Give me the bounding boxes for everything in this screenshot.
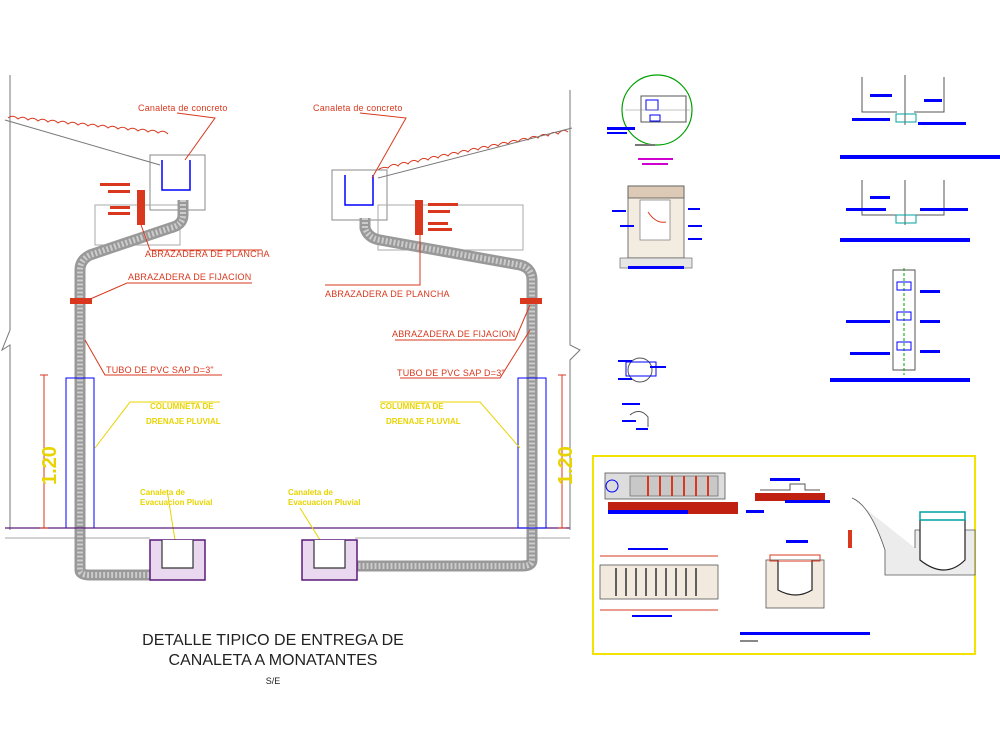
right-evac-label-1: Canaleta de [288,488,333,497]
gutter-details-panel [592,455,976,655]
left-tubo-label: TUBO DE PVC SAP D=3" [106,365,214,375]
plan-detail-middle [840,180,970,242]
left-roof-tiles [7,115,169,135]
drawing-title-block: DETALLE TIPICO DE ENTREGA DE CANALETA A … [142,632,404,686]
small-detail-b [622,403,649,430]
elevation-detail [830,268,970,382]
left-evac-label-2: Evacuacion Pluvial [140,498,212,507]
right-abrazadera-plancha-label: ABRAZADERA DE PLANCHA [325,289,450,299]
left-columneta-label-2: DRENAJE PLUVIAL [146,417,221,426]
wall-section-detail [612,185,702,269]
left-detail: Canaleta de concreto ABRAZADERA DE PLANC… [0,75,570,581]
left-drain-box [149,539,206,581]
title-line-1: DETALLE TIPICO DE ENTREGA DE [142,632,404,649]
left-abrazadera-plancha-label: ABRAZADERA DE PLANCHA [145,249,270,259]
right-abrazadera-fijacion-label: ABRAZADERA DE FIJACION [392,329,515,339]
right-tubo-label: TUBO DE PVC SAP D=3" [397,368,505,378]
right-dimension-label: 1.20 [555,446,577,485]
right-canaleta-label: Canaleta de concreto [313,103,403,113]
right-detail: Canaleta de concreto ABRAZADERA DE PLANC… [288,90,581,581]
right-columneta [517,377,547,529]
left-dimension-label: 1.20 [39,446,61,485]
left-evac-label-1: Canaleta de [140,488,185,497]
title-scale: S/E [266,676,281,686]
circle-section-detail [607,74,693,165]
right-columneta-label-1: COLUMNETA DE [380,402,444,411]
left-abrazadera-fijacion-label: ABRAZADERA DE FIJACION [128,272,251,282]
plan-detail-top [840,75,1000,159]
right-evac-label-2: Evacuacion Pluvial [288,498,360,507]
small-detail-a [618,357,666,383]
left-columneta-label-1: COLUMNETA DE [150,402,214,411]
right-columneta-label-2: DRENAJE PLUVIAL [386,417,461,426]
right-pvc-pipe [355,218,538,572]
left-canaleta-label: Canaleta de concreto [138,103,228,113]
left-pvc-pipe [74,200,189,581]
title-line-2: CANALETA A MONATANTES [169,652,378,669]
right-drain-box [301,539,358,581]
